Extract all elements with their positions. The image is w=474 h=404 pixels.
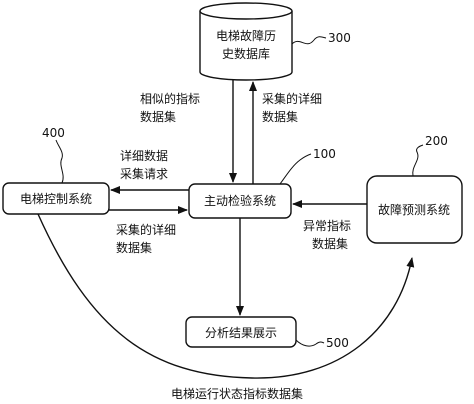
fault-history-database-node: 电梯故障历 史数据库: [199, 2, 293, 81]
fault-prediction-ref-number: 200: [425, 134, 448, 148]
database-label-line2: 史数据库: [222, 46, 270, 61]
fault-prediction-system-label: 故障预测系统: [378, 202, 450, 217]
collected-detail-control-label-line2: 数据集: [116, 240, 152, 255]
active-inspection-ref-leader: [279, 153, 312, 185]
runtime-indicators-label: 电梯运行状态指标数据集: [171, 386, 303, 401]
collected-detail-db-label-line1: 采集的详细: [262, 91, 322, 106]
database-cylinder-top: [199, 2, 293, 20]
database-cylinder-body: [199, 11, 293, 81]
active-inspection-ref-number: 100: [313, 147, 336, 161]
runtime-indicators-curve-arrow: [37, 213, 415, 379]
database-label-line1: 电梯故障历: [216, 28, 276, 43]
database-ref-number: 300: [328, 31, 351, 45]
fault-prediction-ref-leader: [412, 144, 424, 177]
fault-prediction-system-node: [366, 175, 463, 244]
elevator-control-system-node: [2, 182, 110, 215]
detail-request-label-line2: 采集请求: [120, 166, 168, 181]
elevator-control-ref-number: 400: [42, 126, 65, 140]
elevator-control-ref-leader: [55, 139, 64, 184]
abnormal-indicators-label-line1: 异常指标: [303, 218, 351, 233]
analysis-display-ref-number: 500: [326, 336, 349, 350]
collected-detail-control-label-line1: 采集的详细: [116, 222, 176, 237]
database-ref-leader: [291, 36, 327, 45]
detail-request-label-line1: 详细数据: [120, 148, 168, 163]
collected-detail-db-label-line2: 数据集: [262, 109, 298, 124]
active-inspection-system-label: 主动检验系统: [204, 193, 276, 208]
similar-indicators-label-line1: 相似的指标: [140, 91, 200, 106]
analysis-result-display-label: 分析结果展示: [205, 326, 277, 340]
abnormal-indicators-label-line2: 数据集: [312, 236, 348, 251]
analysis-result-display-node: [185, 316, 297, 348]
similar-indicators-label-line2: 数据集: [140, 109, 176, 124]
elevator-control-system-label: 电梯控制系统: [20, 192, 92, 206]
analysis-display-ref-leader: [295, 339, 325, 347]
